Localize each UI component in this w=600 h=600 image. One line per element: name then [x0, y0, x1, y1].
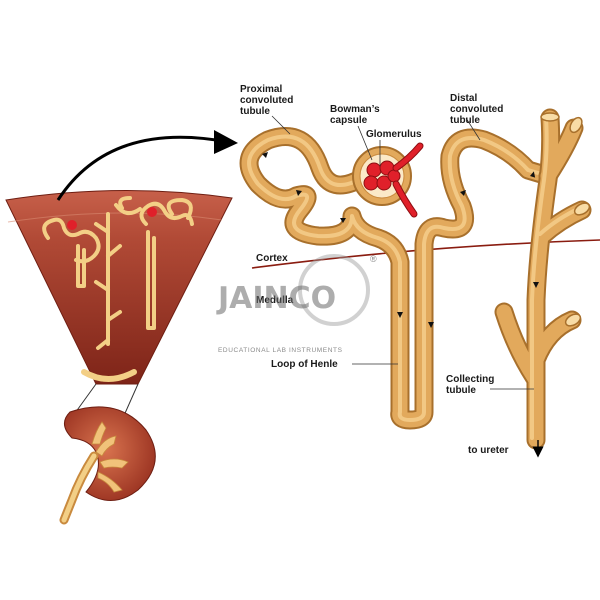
label-collecting-2: tubule — [446, 385, 476, 396]
glomerulus — [363, 142, 424, 218]
label-distal-2: convoluted — [450, 104, 503, 115]
label-medulla: Medulla — [256, 295, 294, 306]
zoom-arrow — [56, 135, 229, 201]
zoom-arrowhead — [214, 130, 238, 154]
label-proximal-2: convoluted — [240, 95, 293, 106]
wedge-glomerulus-1 — [67, 220, 77, 230]
wedge-nephrons — [42, 196, 194, 382]
label-proximal-3: tubule — [240, 106, 270, 117]
label-to-ureter: to ureter — [468, 445, 509, 456]
label-distal-3: tubule — [450, 115, 480, 126]
watermark-tagline: EDUCATIONAL LAB INSTRUMENTS — [218, 347, 343, 354]
tissue-wedge — [5, 190, 233, 385]
label-distal-1: Distal — [450, 93, 477, 104]
flow-arrows — [262, 152, 539, 328]
label-collecting-1: Collecting — [446, 374, 494, 385]
leader-lines — [271, 115, 534, 390]
kidney-cross-section — [59, 383, 156, 525]
watermark: JAINCO ® EDUCATIONAL LAB INSTRUMENTS — [216, 254, 377, 354]
label-cortex: Cortex — [256, 253, 288, 264]
nephron-tubule — [239, 127, 558, 430]
label-loop-of-henle: Loop of Henle — [271, 359, 338, 370]
collecting-duct — [494, 108, 592, 450]
watermark-brand: JAINCO — [216, 281, 336, 316]
watermark-registered: ® — [370, 254, 377, 264]
label-proximal-1: Proximal — [240, 84, 282, 95]
label-glomerulus: Glomerulus — [366, 129, 422, 140]
label-bowmans-2: capsule — [330, 115, 368, 126]
label-bowmans-1: Bowman’s — [330, 104, 380, 115]
wedge-glomerulus-2 — [147, 207, 157, 217]
